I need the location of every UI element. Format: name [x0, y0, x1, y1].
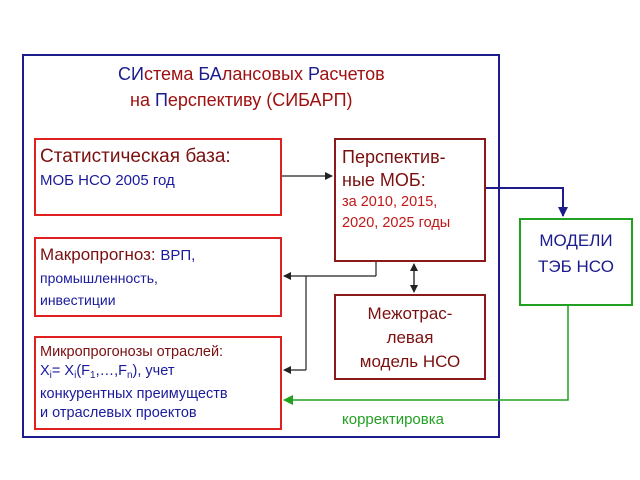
- perspective-mob-box: Перспектив- ные МОБ: за 2010, 2015, 2020…: [334, 138, 486, 262]
- micro-forecast-line-3: конкурентных преимуществ: [40, 386, 228, 402]
- macro-forecast-box: Макропрогноз: ВРП, промышленность, инвес…: [34, 237, 282, 317]
- title-line-2: на Перспективу (СИБАРП): [130, 90, 353, 110]
- interindustry-model-box: Межотрас- левая модель НСО: [334, 294, 486, 380]
- statistical-base-heading: Статистическая база:: [40, 146, 231, 167]
- perspective-mob-line-4: 2020, 2025 годы: [342, 215, 451, 231]
- teb-models-line-2: ТЭБ НСО: [538, 257, 614, 276]
- system-frame: [22, 54, 500, 438]
- title-line-1: СИстема БАлансовых Расчетов: [118, 64, 385, 84]
- macro-forecast-line-3: инвестиции: [40, 292, 116, 308]
- macro-forecast-line-1: Макропрогноз: ВРП,: [40, 245, 196, 264]
- statistical-base-subtitle: МОБ НСО 2005 год: [40, 172, 175, 189]
- micro-forecast-line-1: Микропрогонозы отраслей:: [40, 344, 224, 360]
- perspective-mob-line-2: ные МОБ:: [342, 170, 426, 190]
- micro-forecast-formula: Xi= Xi(F1,…,Fn), учет: [40, 363, 175, 381]
- teb-models-line-1: МОДЕЛИ: [539, 231, 613, 250]
- micro-forecast-box: Микропрогонозы отраслей: Xi= Xi(F1,…,Fn)…: [34, 336, 282, 430]
- statistical-base-box: Статистическая база: МОБ НСО 2005 год: [34, 138, 282, 216]
- interindustry-model-line-2: левая: [386, 328, 434, 347]
- perspective-mob-line-1: Перспектив-: [342, 147, 446, 167]
- correction-label: корректировка: [342, 411, 444, 428]
- arrow-persp-to-models: [486, 187, 568, 217]
- arrow-correction: [283, 306, 569, 405]
- perspective-mob-line-3: за 2010, 2015,: [342, 194, 438, 210]
- micro-forecast-line-4: и отраслевых проектов: [40, 405, 197, 421]
- macro-forecast-line-2: промышленность,: [40, 270, 158, 286]
- interindustry-model-line-1: Межотрас-: [367, 304, 453, 323]
- interindustry-model-line-3: модель НСО: [359, 352, 461, 371]
- teb-models-box: МОДЕЛИ ТЭБ НСО: [519, 218, 633, 306]
